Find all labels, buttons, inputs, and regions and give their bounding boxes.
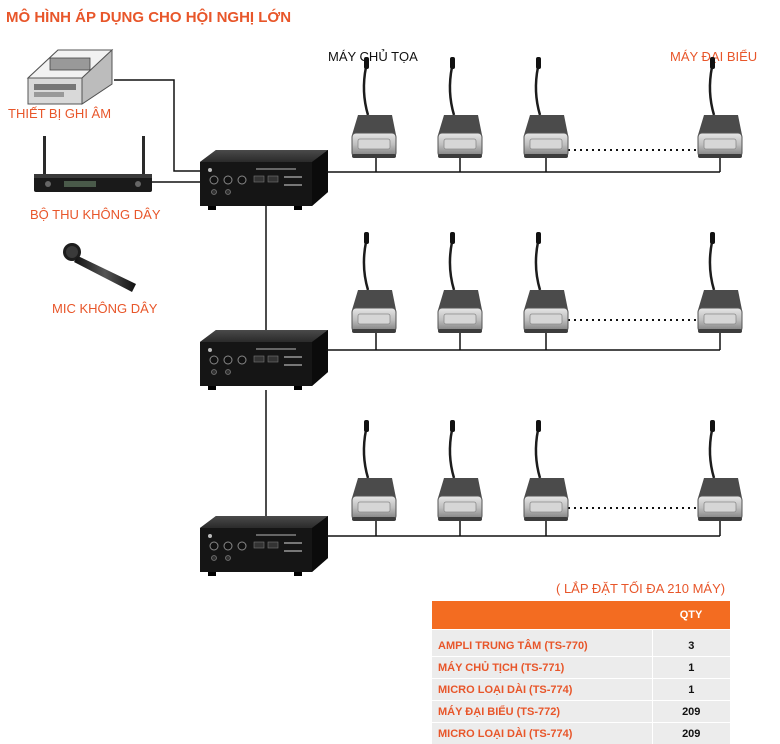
table-cell-qty: 1 (652, 679, 730, 701)
delegate-unit (698, 57, 742, 158)
central-amplifier-2 (200, 330, 328, 390)
delegate-unit (352, 420, 396, 521)
delegate-unit (524, 420, 568, 521)
table-cell-item: MÁY ĐẠI BIỂU (TS-772) (432, 701, 652, 723)
table-cell-qty: 3 (652, 630, 730, 657)
table-row: MÁY ĐẠI BIỂU (TS-772) 209 (432, 701, 730, 723)
table-header-qty: QTY (652, 601, 730, 630)
delegate-unit (438, 420, 482, 521)
table-cell-item: MICRO LOẠI DÀI (TS-774) (432, 679, 652, 701)
table-cell-item: AMPLI TRUNG TÂM (TS-770) (432, 630, 652, 657)
delegate-unit (524, 232, 568, 333)
table-cell-item: MÁY CHỦ TỊCH (TS-771) (432, 657, 652, 679)
delegate-unit (698, 420, 742, 521)
wireless-handheld-mic (63, 243, 136, 292)
table-header-row: QTY (432, 601, 730, 630)
table-cell-qty: 209 (652, 701, 730, 723)
delegate-unit (524, 57, 568, 158)
table-row: MICRO LOẠI DÀI (TS-774) 209 (432, 723, 730, 744)
max-install-note: ( LẮP ĐẶT TỐI ĐA 210 MÁY) (556, 581, 725, 596)
chairman-unit (352, 57, 396, 158)
central-amplifier-1 (200, 150, 328, 210)
delegate-unit (438, 232, 482, 333)
quantity-table: QTY AMPLI TRUNG TÂM (TS-770) 3 MÁY CHỦ T… (432, 601, 730, 744)
delegate-unit (352, 232, 396, 333)
central-amplifier-3 (200, 516, 328, 576)
table-cell-item: MICRO LOẠI DÀI (TS-774) (432, 723, 652, 744)
table-row: AMPLI TRUNG TÂM (TS-770) 3 (432, 630, 730, 657)
table-row: MICRO LOẠI DÀI (TS-774) 1 (432, 679, 730, 701)
table-cell-qty: 209 (652, 723, 730, 744)
delegate-unit (698, 232, 742, 333)
table-row: MÁY CHỦ TỊCH (TS-771) 1 (432, 657, 730, 679)
recorder-device (28, 50, 112, 104)
delegate-unit (438, 57, 482, 158)
wireless-receiver (34, 136, 152, 192)
table-cell-qty: 1 (652, 657, 730, 679)
table-header-item (432, 601, 652, 630)
conference-diagram (0, 0, 780, 600)
